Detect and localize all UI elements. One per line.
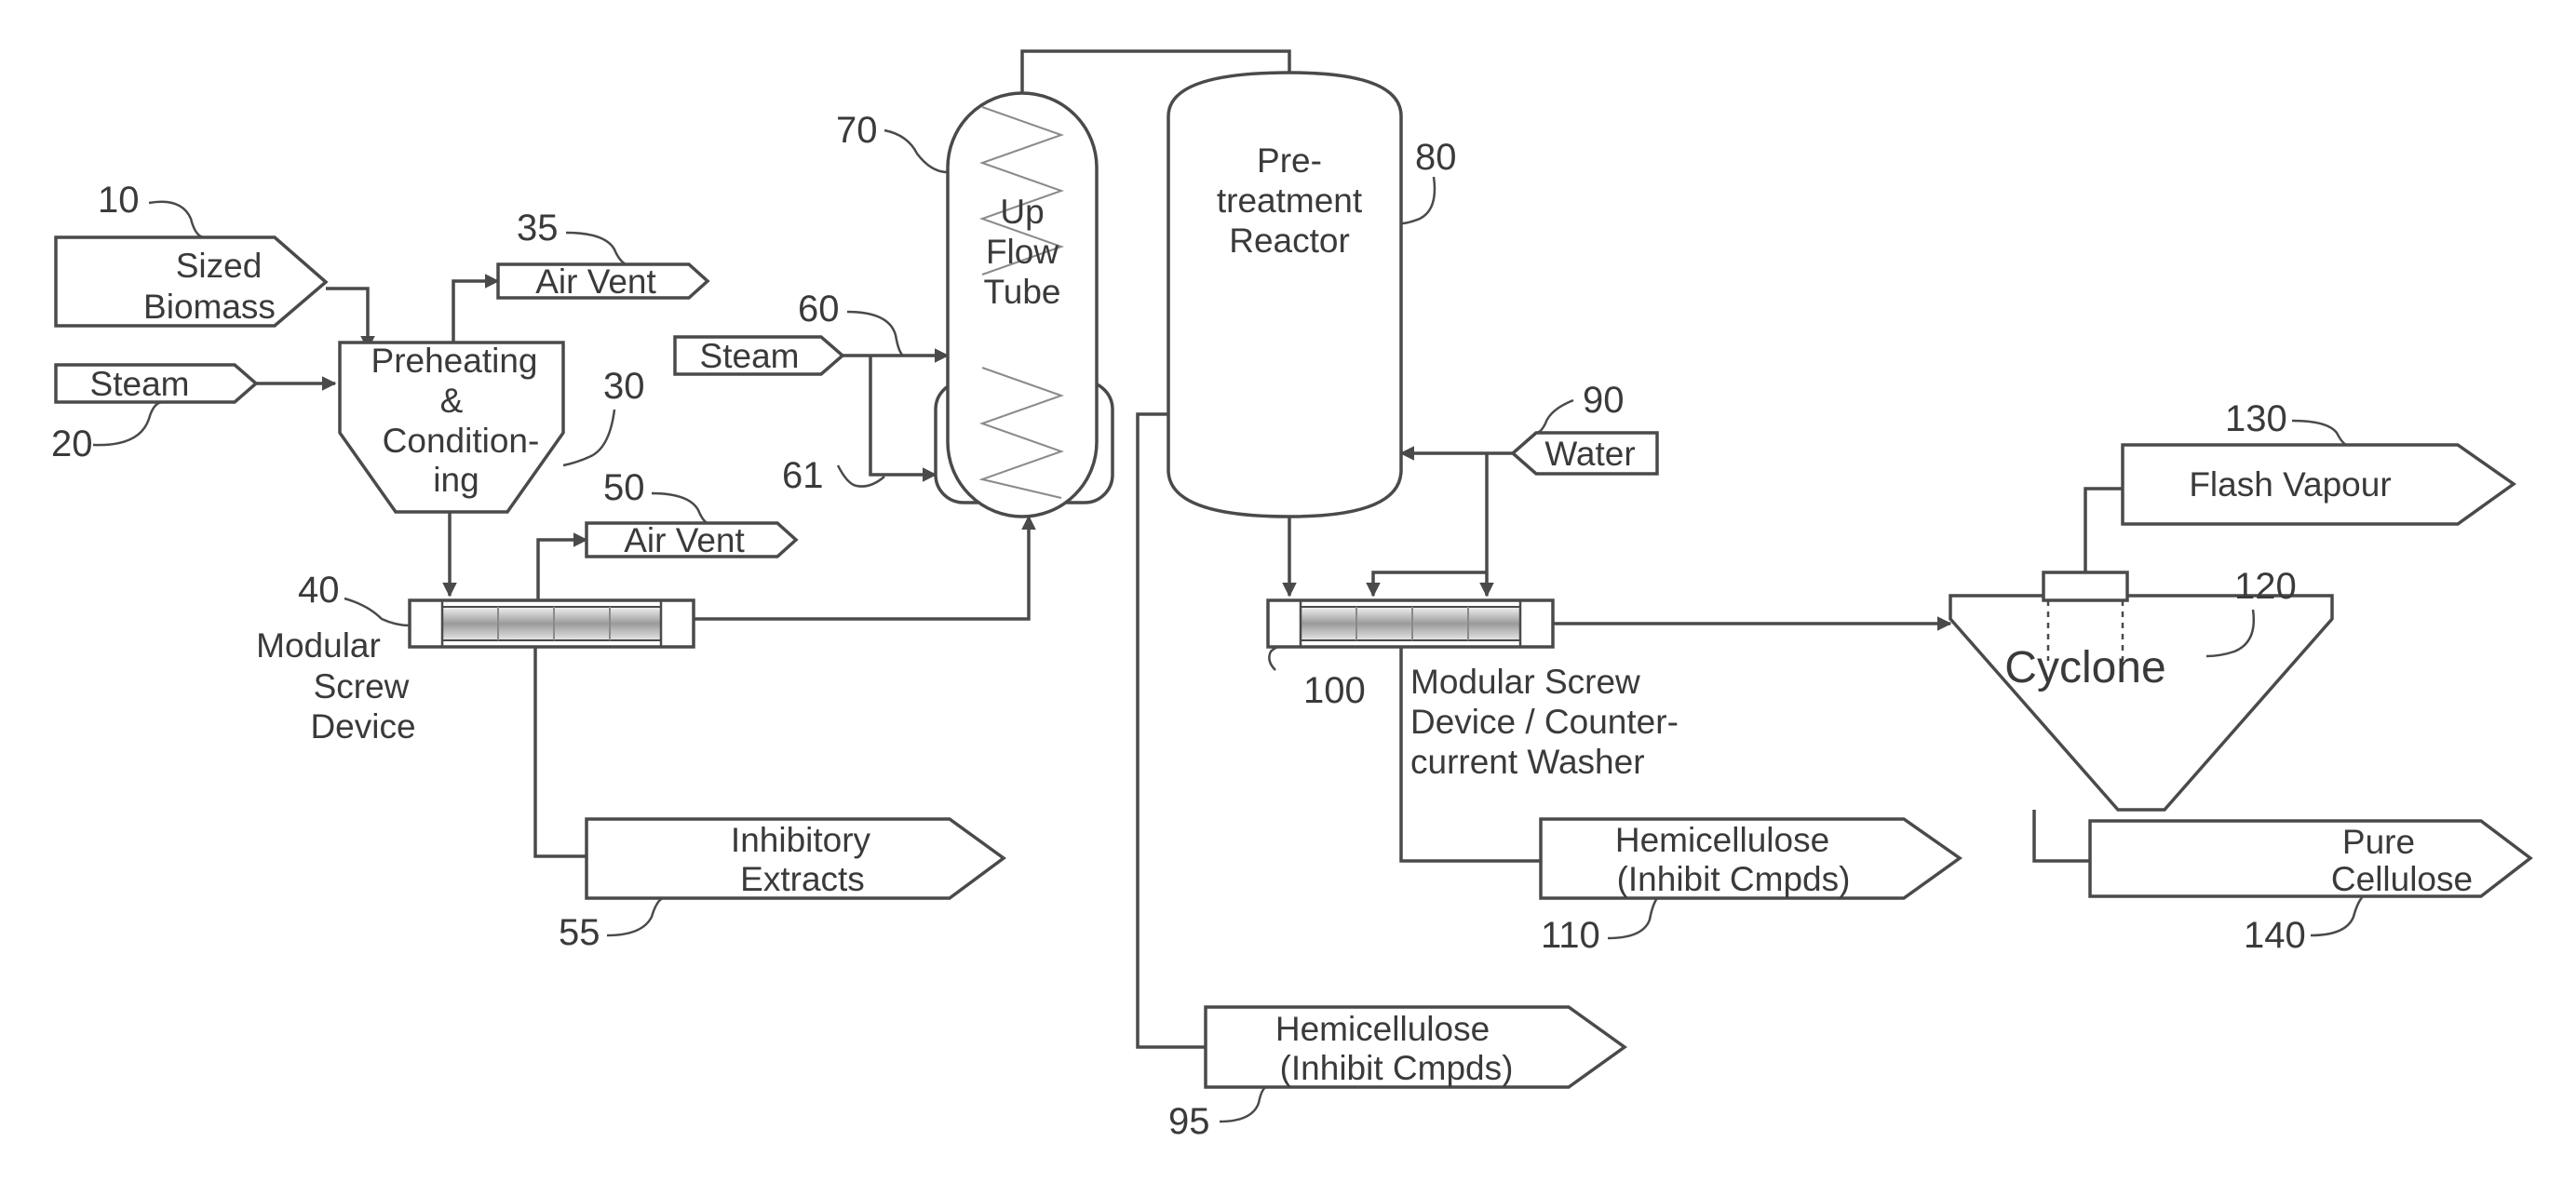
stream-inhibitory-extracts: Inhibitory Extracts — [587, 819, 1004, 898]
ref-80: 80 — [1415, 137, 1457, 178]
ref-90: 90 — [1583, 380, 1625, 421]
stream-air-vent-top: Air Vent — [498, 262, 708, 301]
up-flow-tube-label-1: Up — [1000, 193, 1044, 231]
screw-1-label-2: Screw — [314, 667, 410, 706]
ref-30: 30 — [603, 366, 645, 407]
pretreatment-reactor: Pre- treatment Reactor — [1168, 73, 1401, 517]
hemicellulose-washer-label-1: Hemicellulose — [1615, 821, 1829, 859]
preheating-conditioning-unit: Preheating & Condition- ing — [340, 342, 563, 512]
inhibitory-label-1: Inhibitory — [731, 821, 871, 859]
sized-biomass-label-1: Sized — [176, 247, 263, 285]
ref-35: 35 — [517, 208, 559, 249]
modular-screw-device-1-caption: Modular Screw Device — [256, 626, 415, 746]
hemicellulose-washer-label-2: (Inhibit Cmpds) — [1617, 860, 1851, 898]
steam-in-label: Steam — [90, 365, 190, 403]
modular-screw-device-2-caption: Modular Screw Device / Counter- current … — [1410, 663, 1679, 781]
ref-130: 130 — [2225, 398, 2287, 439]
ref-100: 100 — [1303, 670, 1366, 711]
screw-2-label-1: Modular Screw — [1410, 663, 1640, 701]
screw-1-label-3: Device — [310, 707, 415, 746]
air-vent-screw-label: Air Vent — [624, 521, 745, 559]
modular-screw-device-2 — [1268, 600, 1553, 647]
flash-vapour-label: Flash Vapour — [2189, 465, 2391, 504]
modular-screw-device-1 — [410, 600, 694, 647]
sized-biomass-label-2: Biomass — [143, 288, 276, 326]
up-flow-tube-label-2: Flow — [986, 233, 1059, 271]
ref-60: 60 — [798, 289, 840, 329]
ref-10: 10 — [98, 180, 140, 221]
preheating-label-2: & — [440, 382, 464, 420]
ref-40: 40 — [298, 570, 340, 611]
cyclone-label: Cyclone — [2004, 643, 2165, 692]
reactor-label-2: treatment — [1217, 181, 1363, 220]
inhibitory-label-2: Extracts — [740, 860, 865, 898]
hemicellulose-reactor-label-2: (Inhibit Cmpds) — [1280, 1049, 1514, 1087]
steam-tube-label: Steam — [700, 337, 800, 375]
stream-sized-biomass: Sized Biomass — [56, 237, 326, 326]
cyclone: Cyclone — [1950, 572, 2332, 810]
stream-water: Water — [1513, 433, 1657, 474]
ref-20: 20 — [51, 423, 93, 464]
screw-2-label-2: Device / Counter- — [1410, 703, 1679, 741]
ref-140: 140 — [2244, 915, 2306, 956]
stream-air-vent-screw: Air Vent — [587, 521, 796, 559]
reactor-label-1: Pre- — [1257, 141, 1322, 180]
pure-cellulose-label-2: Cellulose — [2331, 860, 2473, 898]
screw-2-label-3: current Washer — [1410, 743, 1645, 781]
stream-pure-cellulose: Pure Cellulose — [2090, 821, 2530, 898]
ref-61: 61 — [782, 455, 824, 496]
ref-55: 55 — [559, 912, 600, 953]
screw-1-label-1: Modular — [256, 626, 381, 665]
stream-hemicellulose-washer: Hemicellulose (Inhibit Cmpds) — [1541, 819, 1960, 898]
ref-70: 70 — [836, 110, 878, 151]
hemicellulose-reactor-label-1: Hemicellulose — [1275, 1010, 1490, 1048]
water-label: Water — [1544, 435, 1635, 473]
stream-steam-in: Steam — [56, 365, 256, 403]
preheating-label-1: Preheating — [371, 342, 538, 380]
ref-120: 120 — [2234, 566, 2297, 607]
preheating-label-4: ing — [433, 461, 479, 499]
reactor-label-3: Reactor — [1229, 222, 1350, 260]
up-flow-tube-label-3: Tube — [984, 273, 1061, 311]
up-flow-tube: Up Flow Tube — [936, 93, 1113, 517]
preheating-label-3: Condition- — [383, 422, 540, 460]
ref-95: 95 — [1168, 1101, 1210, 1142]
air-vent-top-label: Air Vent — [535, 262, 656, 301]
stream-flash-vapour: Flash Vapour — [2123, 445, 2514, 524]
stream-steam-tube: Steam — [675, 337, 843, 375]
ref-50: 50 — [603, 467, 645, 508]
ref-110: 110 — [1541, 915, 1600, 956]
stream-hemicellulose-reactor: Hemicellulose (Inhibit Cmpds) — [1206, 1007, 1625, 1087]
pure-cellulose-label-1: Pure — [2342, 823, 2415, 861]
